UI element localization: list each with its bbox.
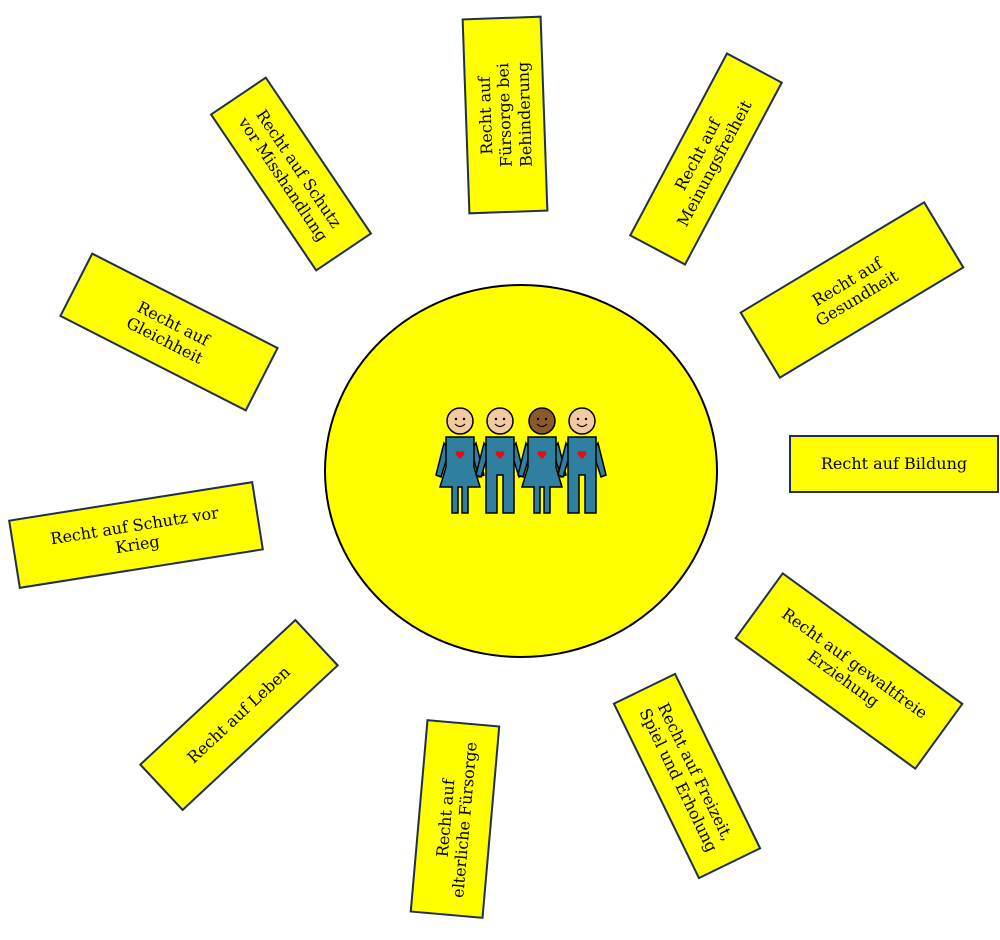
child-head xyxy=(446,407,474,435)
child-figure xyxy=(475,407,525,514)
child-figure xyxy=(435,407,485,514)
ray-schutz-krieg: Recht auf Schutz vor Krieg xyxy=(8,481,264,589)
heart-icon xyxy=(455,451,465,459)
child-head xyxy=(486,407,514,435)
child-figure xyxy=(557,407,607,514)
ray-freizeit: Recht auf Freizeit, Spiel und Erholung xyxy=(612,672,762,880)
child-head xyxy=(568,407,596,435)
heart-icon xyxy=(495,451,505,459)
ray-meinungsfreiheit: Recht auf Meinungsfreiheit xyxy=(628,52,784,266)
child-figure xyxy=(517,407,567,514)
child-head xyxy=(528,407,556,435)
ray-bildung: Recht auf Bildung xyxy=(789,435,999,493)
ray-elterliche-fuersorge: Recht auf elterliche Fürsorge xyxy=(409,719,501,919)
children-group-icon xyxy=(435,407,607,514)
heart-icon xyxy=(537,451,547,459)
ray-gleichheit: Recht auf Gleichheit xyxy=(59,252,279,412)
heart-icon xyxy=(577,451,587,459)
ray-gesundheit: Recht auf Gesundheit xyxy=(739,200,965,380)
ray-fuersorge-behinderung: Recht auf Fürsorge bei Behinderung xyxy=(461,15,549,215)
ray-gewaltfreie-erziehung: Recht auf gewaltfreie Erziehung xyxy=(734,571,964,771)
ray-schutz-misshandlung: Recht auf Schutz vor Misshandlung xyxy=(209,76,373,272)
ray-leben: Recht auf Leben xyxy=(138,618,340,812)
